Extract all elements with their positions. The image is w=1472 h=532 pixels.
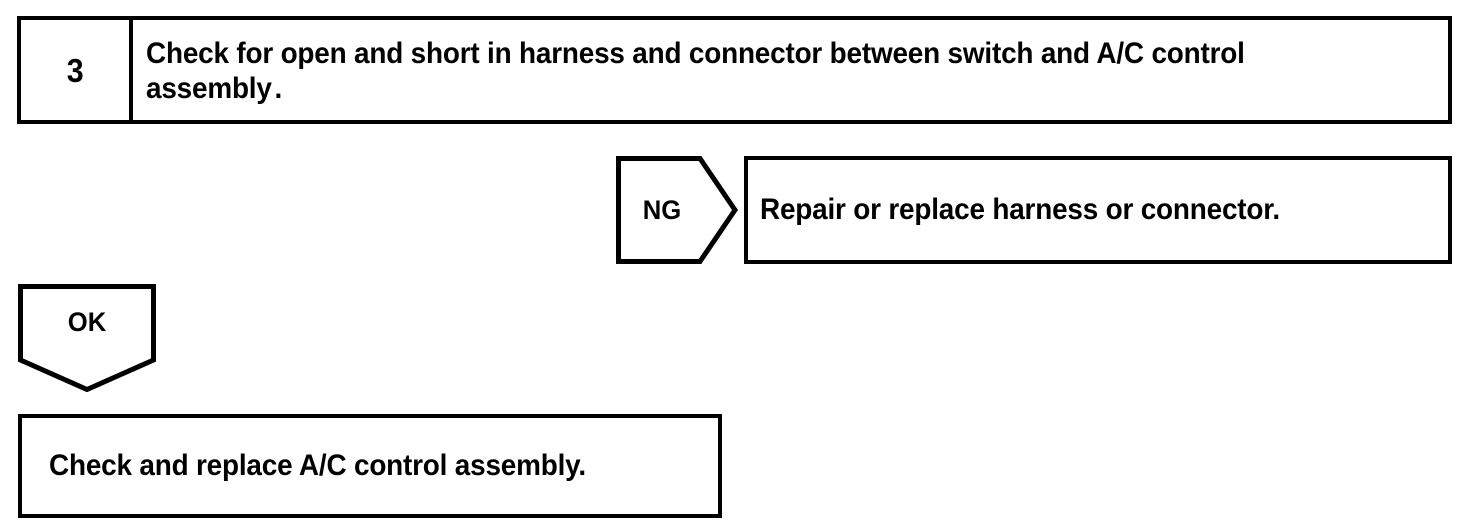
pentagon-arrow-right-icon xyxy=(616,156,738,264)
ok-action-box: Check and replace A/C control assembly. xyxy=(18,414,722,518)
ng-tag-label: NG xyxy=(642,194,682,225)
ng-tag: NG xyxy=(616,156,738,264)
ok-tag: OK xyxy=(18,284,156,392)
step-number: 3 xyxy=(66,51,84,89)
step-number-cell: 3 xyxy=(21,20,133,120)
ng-branch: NG Repair or replace harness or connecto… xyxy=(616,156,1452,264)
step-instruction-terminator: . xyxy=(274,72,283,106)
ok-tag-label: OK xyxy=(67,306,107,337)
pentagon-arrow-down-icon xyxy=(18,284,156,392)
step-instruction-cell: Check for open and short in harness and … xyxy=(133,20,1448,120)
ng-action-box: Repair or replace harness or connector. xyxy=(744,156,1452,264)
step-instruction-wrapper: Check for open and short in harness and … xyxy=(146,36,1344,106)
step-box: 3 Check for open and short in harness an… xyxy=(17,16,1452,124)
step-instruction-text: Check for open and short in harness and … xyxy=(146,37,1245,106)
ok-action-text: Check and replace A/C control assembly. xyxy=(49,448,586,482)
ng-action-text: Repair or replace harness or connector. xyxy=(760,192,1280,226)
